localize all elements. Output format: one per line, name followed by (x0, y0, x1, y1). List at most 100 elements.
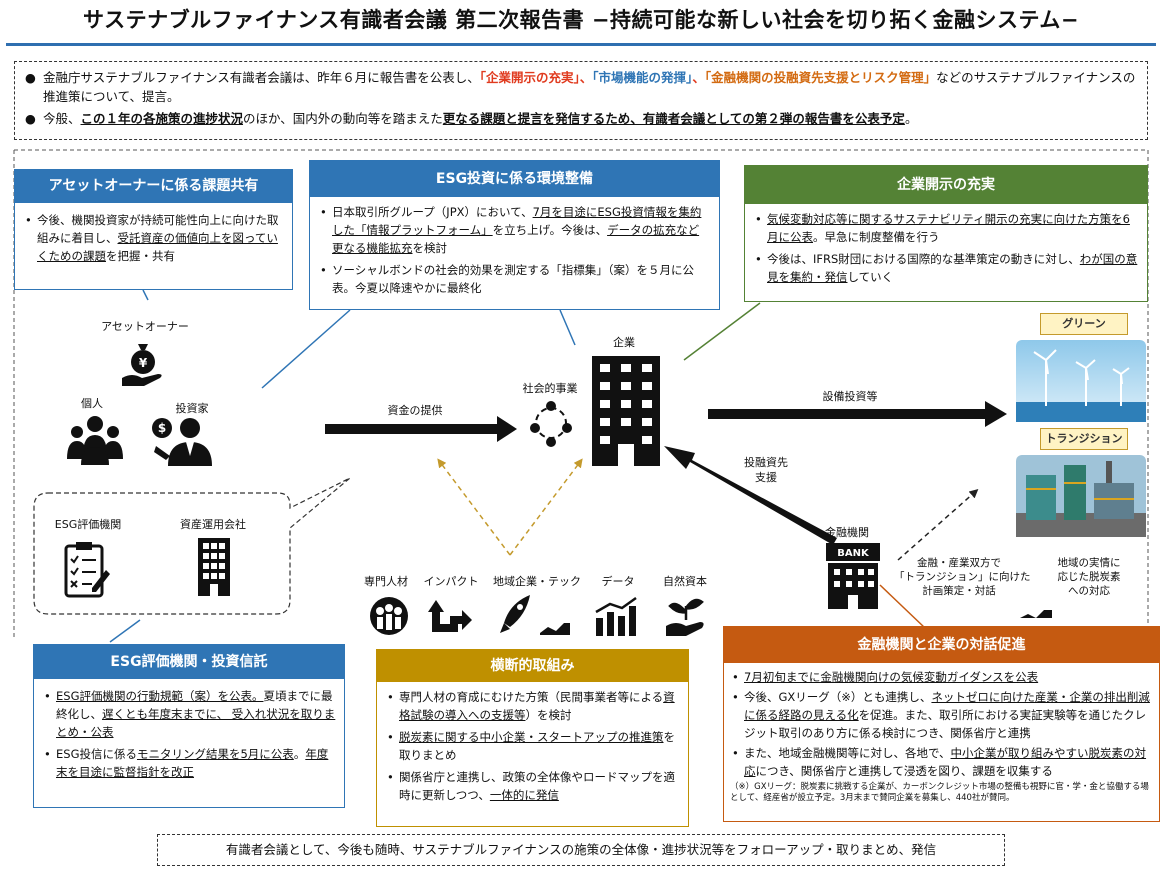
data-chart-icon (595, 596, 637, 636)
asset-owner-box: アセットオーナーに係る課題共有 今後、機関投資家が持続可能性向上に向けた取組みに… (14, 169, 293, 290)
svg-text:$: $ (158, 421, 166, 435)
dialogue-item-1: 7月初旬までに金融機関向けの気候変動ガイダンスを公表 (730, 668, 1153, 686)
gx-league-note: （※）GXリーグ：脱炭素に挑戦する企業が、カーボンクレジット市場の整備も視野に官… (730, 782, 1149, 803)
esg-environment-box: ESG投資に係る環境整備 日本取引所グループ（JPX）において、7月を目途にES… (309, 160, 720, 310)
checklist-icon (64, 542, 110, 598)
dialogue-box: 金融機関と企業の対話促進 7月初旬までに金融機関向けの気候変動ガイダンスを公表 … (723, 626, 1160, 822)
intro-box: ●金融庁サステナブルファイナンス有識者会議は、昨年６月に報告書を公表し、「企業開… (14, 61, 1148, 140)
page-title: サステナブルファイナンス有識者会議 第二次報告書 −持続可能な新しい社会を切り拓… (83, 8, 1079, 32)
regional-decarbon-label: 地域の実情に応じた脱炭素への対応 (1044, 556, 1134, 598)
disclosure-box: 企業開示の充実 気候変動対応等に関するサステナビリティ開示の充実に向けた方策を6… (744, 165, 1148, 302)
esg-rating-header: ESG評価機関・投資信託 (34, 645, 344, 679)
svg-text:¥: ¥ (139, 356, 148, 370)
item-text: ）を検討 (525, 708, 572, 722)
capex-label: 設備投資等 (822, 390, 878, 403)
transition-tag: トランジション (1040, 428, 1128, 450)
company-building-icon (592, 356, 660, 466)
label-line: 応じた脱炭素 (1057, 571, 1121, 583)
item-text: 専門人材の育成にむけた方策（民間事業者等による (399, 690, 664, 704)
item-emphasis: わが国の意見を集約・発信 (767, 252, 1138, 284)
item-emphasis: 7月初旬までに金融機関向けの気候変動ガイダンスを公表 (744, 670, 1039, 684)
intro-text: のほか、国内外の動向等を踏まえた (243, 111, 443, 126)
item-emphasis: 中小企業が取り組みやすい脱炭素の対応 (744, 746, 1147, 778)
global-talent-icon (370, 597, 408, 635)
company-label: 企業 (613, 336, 635, 349)
individual-label: 個人 (81, 397, 103, 410)
handshake-small-icon (1020, 610, 1052, 618)
footer-summary: 有識者会議として、今後も随時、サステナブルファイナンスの施策の全体像・進捗状況等… (157, 834, 1005, 866)
esg-rating-item-1: ESG評価機関の行動規範（案）を公表。夏頃までに最終化し、遅くとも年度末までに、… (42, 687, 336, 741)
resource-regional-tech-label: 地域企業・テック (493, 575, 581, 588)
intro-text: 今般、 (43, 111, 81, 126)
industrial-plant-image (1016, 455, 1146, 537)
item-emphasis: 7月を目途にESG投資情報を集約した「情報プラットフォーム」 (332, 205, 702, 237)
item-emphasis: 年度末を目途に監督指針を改正 (56, 747, 329, 779)
people-group-icon (67, 416, 123, 465)
item-text: 今後、GXリーグ（※）とも連携し、 (744, 690, 932, 704)
intro-text: などのサステナブルファイナンスの推進策について、提言。 (43, 70, 1136, 104)
cross-cutting-box: 横断的取組み 専門人材の育成にむけた方策（民間事業者等による資格試験の導入への支… (376, 649, 689, 827)
bank-building-icon: BANK (826, 543, 880, 609)
item-text: を取りまとめ (399, 730, 675, 762)
resource-talent-label: 専門人材 (364, 575, 408, 588)
asset-owner-item: 今後、機関投資家が持続可能性向上に向けた取組みに着目し、受託資産の価値向上を図っ… (23, 211, 284, 265)
label-line: 「トランジション」に向けた (894, 571, 1031, 583)
item-emphasis: 脱炭素に関する中小企業・スタートアップの推進策 (399, 730, 664, 744)
item-text: を立ち上げ。今後は、 (492, 223, 608, 237)
intro-point-1: ●金融庁サステナブルファイナンス有識者会議は、昨年６月に報告書を公表し、「企業開… (25, 70, 1136, 104)
money-bag-hand-icon: ¥ (122, 344, 162, 386)
disclosure-item-1: 気候変動対応等に関するサステナビリティ開示の充実に向けた方策を6月に公表。早急に… (753, 210, 1139, 246)
disclosure-item-2: 今後は、IFRS財団における国際的な基準策定の動きに対し、わが国の意見を集約・発… (753, 250, 1139, 286)
item-emphasis: 資格試験の導入への支援等 (399, 690, 675, 722)
resource-nature-label: 自然資本 (663, 575, 707, 588)
item-emphasis: データの拡充など更なる機能拡充 (332, 223, 700, 255)
intro-emphasis: この１年の各施策の進捗状況 (80, 111, 244, 126)
cross-cutting-header: 横断的取組み (377, 650, 688, 682)
intro-point-2: ●今般、この１年の各施策の進捗状況のほか、国内外の動向等を踏まえた更なる課題と提… (25, 111, 918, 126)
intro-text: 。 (904, 111, 918, 126)
dialogue-item-2: 今後、GXリーグ（※）とも連携し、ネットゼロに向けた産業・企業の排出削減に係る経… (730, 688, 1153, 742)
intro-separator: 、 (579, 70, 593, 85)
item-text: を促進。また、取引所における実証実験等を通じたクレジット取引のあり方に係る検討に… (744, 708, 1147, 740)
impact-arrows-icon (428, 600, 472, 632)
disclosure-header: 企業開示の充実 (745, 166, 1147, 204)
support-label-line: 投融資先 (744, 456, 788, 469)
intro-text: 金融庁サステナブルファイナンス有識者会議は、昨年６月に報告書を公表し、 (43, 70, 480, 85)
cross-cutting-item-3: 関係省庁と連携し、政策の全体像やロードマップを適時に更新しつつ、一体的に発信 (385, 768, 680, 804)
item-text: また、地域金融機関等に対し、各地で、 (744, 746, 951, 760)
item-text: ESG投信に係る (56, 747, 137, 761)
nature-capital-icon (666, 598, 704, 636)
label-line: への対応 (1068, 585, 1110, 597)
intro-highlight-finance: 「金融機関の投融資先支援とリスク管理」 (704, 70, 937, 85)
item-text: を把握・共有 (106, 249, 175, 263)
item-text: 関係省庁と連携し、政策の全体像やロードマップを適時に更新しつつ、 (399, 770, 675, 802)
esg-environment-item-2: ソーシャルボンドの社会的効果を測定する「指標集」（案）を５月に公表。今夏以降速や… (318, 261, 709, 297)
investor-icon: $ (152, 418, 212, 466)
item-emphasis: 遅くとも年度末までに、 受入れ状況を取りまとめ・公表 (56, 707, 336, 739)
green-tag: グリーン (1040, 313, 1128, 335)
wind-turbines-image (1016, 340, 1146, 422)
bank-label: 金融機関 (825, 526, 869, 539)
bank-sign-text: BANK (837, 548, 870, 559)
cross-cutting-item-1: 専門人材の育成にむけた方策（民間事業者等による資格試験の導入への支援等）を検討 (385, 688, 680, 724)
social-network-icon (530, 401, 572, 447)
intro-highlight-market: 「市場機能の発揮」 (592, 70, 693, 85)
item-text: 今後は、IFRS財団における国際的な基準策定の動きに対し、 (767, 252, 1080, 266)
esg-environment-header: ESG投資に係る環境整備 (310, 161, 719, 197)
rocket-icon (500, 595, 570, 635)
item-text: 。早急に制度整備を行う (813, 230, 940, 244)
label-line: 計画策定・対話 (922, 585, 996, 597)
asset-owner-label: アセットオーナー (101, 320, 189, 333)
item-emphasis: ネットゼロに向けた産業・企業の排出削減に係る経路の見える化 (744, 690, 1150, 722)
transition-plan-label: 金融・産業双方で「トランジション」に向けた計画策定・対話 (894, 556, 1031, 598)
funding-label: 資金の提供 (387, 404, 443, 417)
dialogue-item-3: また、地域金融機関等に対し、各地で、中小企業が取り組みやすい脱炭素の対応につき、… (730, 744, 1153, 780)
support-label: 投融資先支援 (736, 455, 796, 485)
investor-label: 投資家 (175, 402, 209, 415)
esg-environment-item-1: 日本取引所グループ（JPX）において、7月を目途にESG投資情報を集約した「情報… (318, 203, 709, 257)
label-line: 地域の実情に (1057, 557, 1121, 569)
item-emphasis: 受託資産の価値向上を図っていくための課題 (37, 231, 278, 263)
title-underline (6, 43, 1156, 46)
item-emphasis: モニタリング結果を5月に公表 (136, 747, 294, 761)
